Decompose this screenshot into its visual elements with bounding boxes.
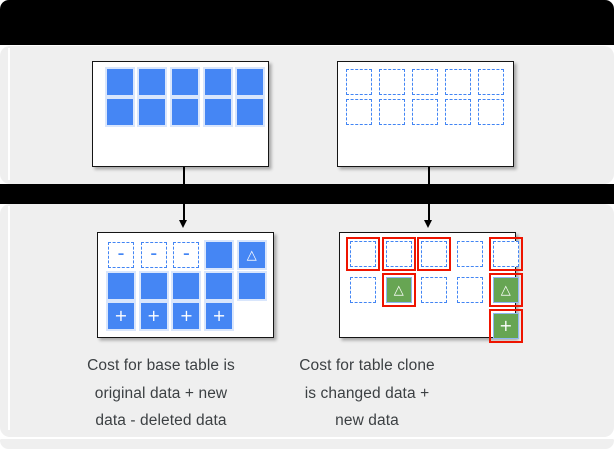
bottom-gray-strip (0, 439, 614, 449)
data-block-dashed (445, 99, 471, 126)
data-block-dashed (421, 277, 448, 303)
data-block-dashed (457, 277, 484, 303)
data-block-solid (237, 68, 264, 95)
data-block-solid-delta: △ (238, 242, 265, 268)
base-table-caption: Cost for base table is original data + n… (58, 352, 264, 435)
data-block-solid (106, 68, 133, 95)
data-block-dashed (445, 68, 471, 95)
left-arrow-line (183, 167, 185, 220)
data-block-solid-plus: + (173, 303, 200, 330)
data-block-solid (238, 272, 265, 299)
data-block-solid (106, 99, 133, 126)
data-block-solid (173, 272, 200, 299)
data-block-solid (108, 272, 134, 299)
caption-line: new data (335, 412, 399, 429)
minus-icon: – (183, 246, 190, 262)
left-arrow-head-icon (179, 220, 187, 228)
data-block-green-delta-marked: △ (488, 272, 524, 308)
data-block-dashed (457, 241, 484, 267)
data-block-dashed (379, 99, 405, 126)
data-block-dashed-marked (416, 236, 452, 272)
plus-icon: + (179, 305, 194, 325)
data-block-solid-plus: + (108, 303, 134, 330)
right-arrow-line (428, 167, 430, 220)
caption-line: Cost for base table is (87, 357, 235, 374)
data-block-dashed (412, 68, 438, 95)
base-table-changed-box: – – – △ + + + + (97, 232, 274, 338)
plus-icon: + (499, 315, 513, 335)
plus-icon: + (114, 305, 128, 325)
data-block-solid (140, 272, 167, 299)
table-clone-caption: Cost for table clone is changed data + n… (264, 352, 470, 435)
data-block-dashed (379, 68, 405, 95)
data-block-solid (171, 68, 198, 95)
caption-line: original data + new (94, 384, 228, 402)
right-arrow-head-icon (424, 220, 432, 228)
data-block-dashed (412, 99, 438, 126)
left-edge-line-lower (8, 206, 10, 430)
data-block-dashed-minus: – (108, 242, 134, 268)
data-block-solid (171, 99, 198, 126)
data-block-dashed (346, 99, 372, 126)
data-block-dashed-marked (488, 236, 524, 272)
data-block-dashed (350, 277, 376, 303)
delta-icon: △ (393, 282, 404, 298)
caption-line: Cost for table clone (299, 357, 435, 374)
base-table-original-box (92, 61, 269, 167)
data-block-dashed-minus: – (140, 242, 167, 268)
data-block-dashed (478, 68, 504, 95)
delta-icon: △ (500, 282, 511, 298)
table-clone-original-box (337, 61, 514, 167)
data-block-solid-plus: + (140, 303, 167, 330)
data-block-dashed (346, 68, 372, 95)
top-black-bar (0, 0, 614, 45)
data-block-solid (237, 99, 264, 126)
data-block-dashed-marked (381, 236, 417, 272)
data-block-solid-plus: + (206, 303, 233, 330)
data-block-solid (139, 68, 166, 95)
plus-icon: + (212, 305, 226, 325)
data-block-green-delta-marked: △ (381, 272, 417, 308)
left-edge-line-upper (8, 48, 10, 180)
middle-black-band (0, 184, 614, 204)
table-clone-changed-box: △ △ + (339, 232, 524, 344)
data-block-dashed-marked (345, 236, 381, 272)
data-block-solid (206, 272, 233, 299)
delta-icon: △ (246, 247, 257, 263)
data-block-solid (139, 99, 166, 126)
data-block-green-plus-marked: + (488, 308, 524, 344)
minus-icon: – (117, 246, 125, 262)
caption-line: is changed data + (304, 384, 430, 402)
caption-line: data - deleted data (95, 412, 227, 429)
minus-icon: – (150, 246, 157, 262)
data-block-dashed (478, 99, 504, 126)
data-block-solid (204, 68, 231, 95)
data-block-dashed-minus: – (173, 242, 200, 268)
data-block-solid (206, 242, 233, 268)
data-block-solid (204, 99, 231, 126)
plus-icon: + (146, 305, 161, 325)
